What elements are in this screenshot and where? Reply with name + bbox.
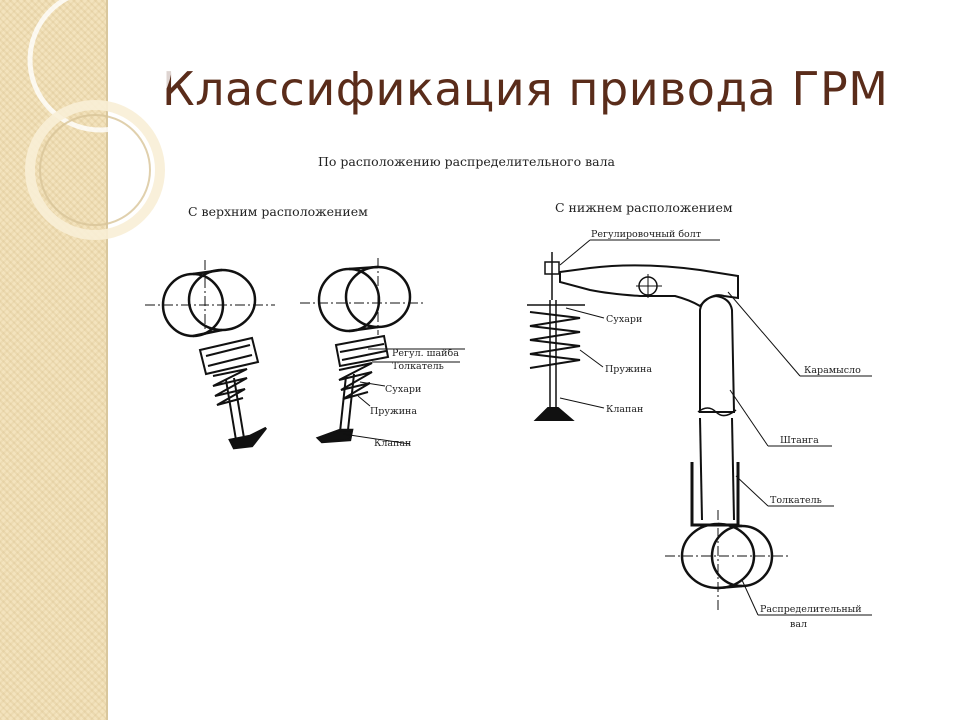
label-adjust-washer: Регул. шайба: [392, 348, 459, 359]
label-spring-left: Пружина: [370, 406, 417, 417]
label-valve-right: Клапан: [606, 404, 643, 415]
label-adjust-bolt: Регулировочный болт: [591, 229, 701, 240]
label-rocker: Карамысло: [804, 365, 861, 376]
label-camshaft-line1: Распределительный: [760, 604, 862, 615]
decorative-rings: [25, 0, 173, 240]
right-section-title: С нижнем расположением: [555, 200, 733, 215]
label-spring-right: Пружина: [605, 364, 652, 375]
diagram-heading: По расположению распределительного вала: [318, 154, 616, 169]
label-tappet-right: Толкатель: [770, 495, 822, 506]
sidebar-divider: [106, 0, 108, 720]
slide-title: Классификация привода ГРМ: [162, 62, 889, 116]
label-camshaft-line2: вал: [790, 619, 807, 630]
overhead-cam-assembly-2: [300, 258, 465, 445]
label-valve-left: Клапан: [374, 438, 411, 449]
label-pushrod: Штанга: [780, 435, 819, 446]
label-tappet-left: Толкатель: [392, 361, 444, 372]
label-keepers-left: Сухари: [385, 384, 421, 395]
pushrod-valve-train: [527, 239, 872, 616]
label-keepers-right: Сухари: [606, 314, 642, 325]
left-section-title: С верхним расположением: [188, 204, 368, 219]
overhead-cam-assembly-1: [145, 260, 275, 450]
